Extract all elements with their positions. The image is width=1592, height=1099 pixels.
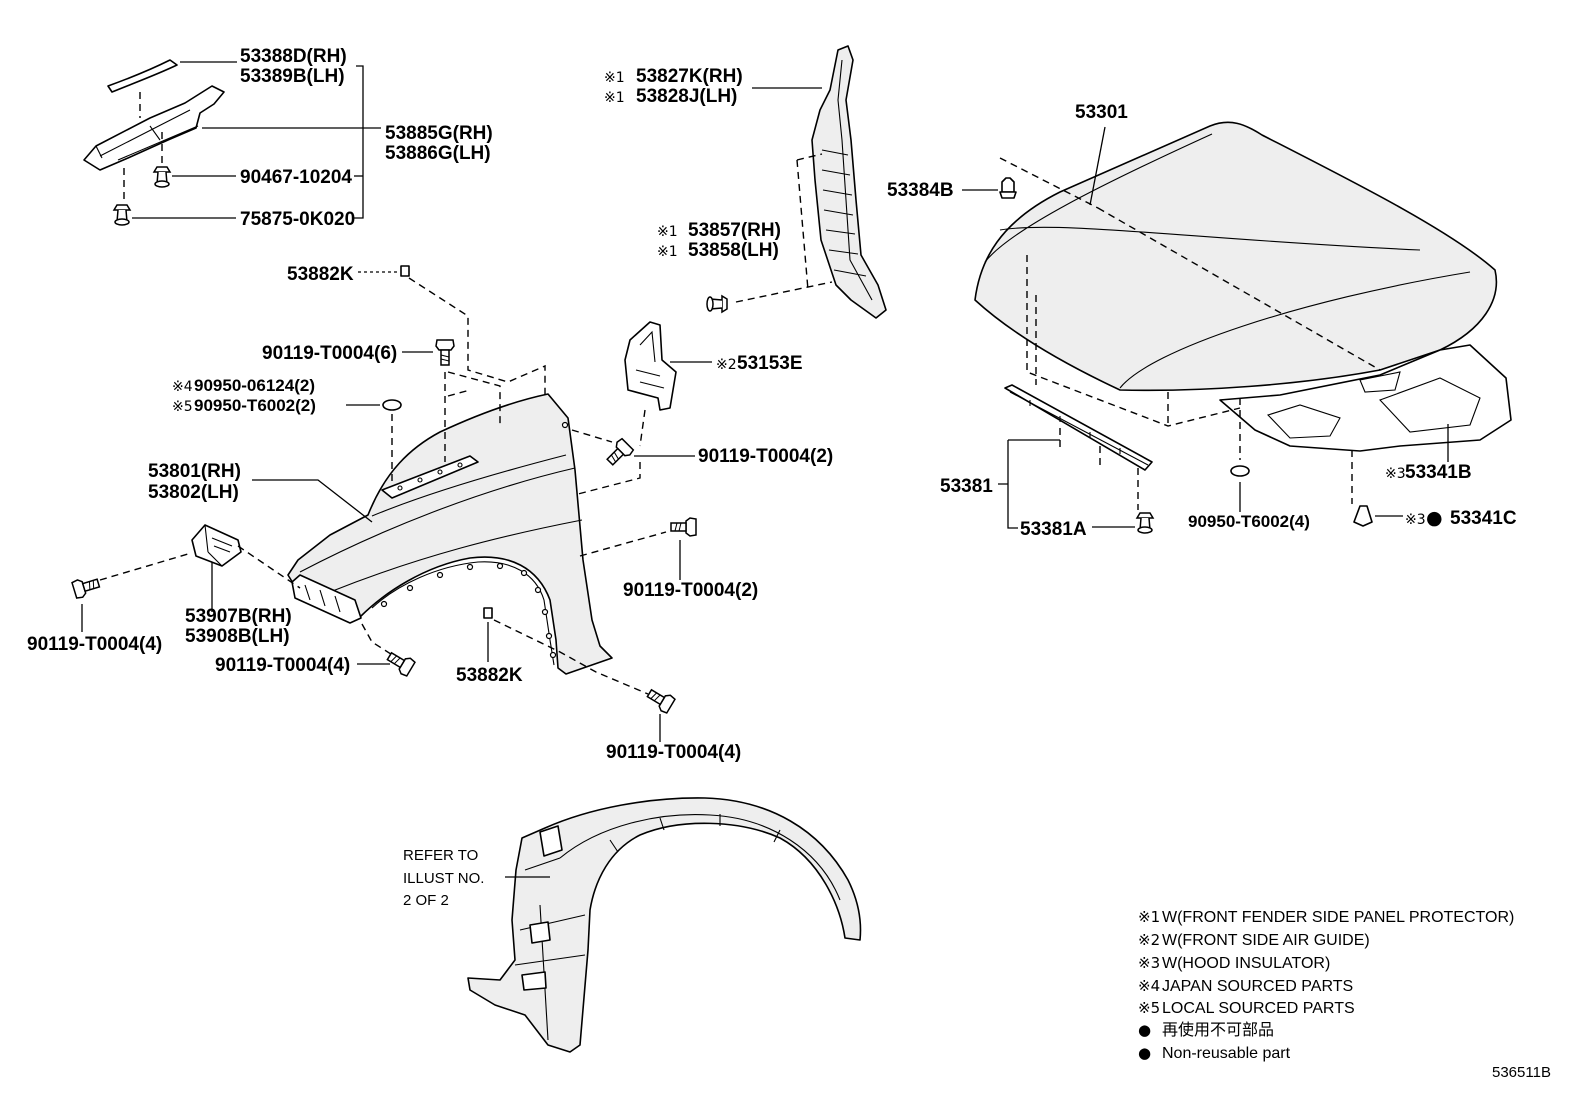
fender-bracket-lh-label: 53908B(LH): [185, 626, 290, 647]
hood-insulator-drawing: [1219, 344, 1512, 452]
fender-seal-lower-label: 53882K: [456, 665, 523, 686]
fender-rear-bolt-mid-label: 90119-T0004(2): [623, 580, 758, 601]
hood-cushion-label: 53384B: [887, 180, 954, 201]
insulator-washer-label: 90950-T6002(4): [1188, 512, 1310, 531]
cowl-side-panel-rh-label: 53885G(RH): [385, 123, 493, 144]
cowl-seal-drawing: [107, 59, 178, 93]
clip-b-drawing: [113, 204, 131, 226]
hood-cushion-base: [999, 191, 1017, 199]
cowl-seal-lh-label: 53389B(LH): [240, 66, 345, 87]
fender-rear-bolt-upper-label: 90119-T0004(2): [698, 446, 833, 467]
hood-seal-label: 53381: [940, 476, 993, 497]
fender-front-lower-detail: [304, 584, 341, 613]
fender-group-leaders: [81, 271, 695, 742]
clip-b-label: 75875-0K020: [240, 209, 355, 230]
hood-seal-clip-drawing: [1136, 512, 1154, 534]
washer-drawing: [382, 399, 402, 411]
fender-rear-bolt-lower-label: 90119-T0004(4): [606, 742, 741, 763]
wheel-liner-blocks: [521, 825, 563, 991]
hood-crease: [984, 133, 1471, 389]
fender-bolt-upper-drawing: [435, 339, 455, 366]
side-panel-protector-ribs: [821, 59, 873, 301]
front-fender-rh-label: 53801(RH): [148, 461, 241, 482]
hood-seal-clip-label: 53381A: [1020, 519, 1087, 540]
air-guide-drawing: [624, 321, 677, 411]
cowl-group-leaders: [123, 61, 381, 219]
refer-note-line-1: REFER TO: [403, 847, 478, 864]
insulator-washer-drawing: [1230, 465, 1250, 477]
hood-insulator-label: ※353341B: [1385, 462, 1472, 483]
hood-group-leaders: [962, 126, 1449, 529]
air-guide-label: ※253153E: [716, 353, 803, 374]
fender-bolt-upper-label: 90119-T0004(6): [262, 343, 397, 364]
seal-upper-drawing: [400, 265, 410, 277]
legend-row: ●再使用不可部品: [1138, 1021, 1274, 1039]
fender-rear-bolt-lower-drawing: [644, 684, 677, 715]
bracket-bolt-drawing: [70, 573, 102, 600]
air-guide-detail: [635, 330, 665, 389]
clip-a-drawing: [153, 166, 171, 188]
fender-rear-bolt-mid-drawing: [670, 517, 697, 537]
refer-note-line-3: 2 OF 2: [403, 892, 449, 909]
clip-a-label: 90467-10204: [240, 167, 352, 188]
side-panel-protector-drawing: [811, 45, 887, 319]
bracket-bolt-label: 90119-T0004(4): [27, 634, 162, 655]
hood-cushion-drawing: [1001, 177, 1015, 193]
hood-seal-drawing: [1004, 384, 1153, 471]
cowl-side-panel-detail: [95, 109, 199, 161]
figure-code: 536511B: [1492, 1064, 1551, 1081]
fender-front-lower-piece: [291, 574, 362, 624]
front-fender-crease: [299, 454, 583, 593]
protector-clip-drawing: [706, 295, 728, 313]
washer-japan-label: ※490950-06124(2): [172, 376, 315, 395]
washer-local-label: ※590950-T6002(2): [172, 396, 316, 415]
front-fender-drawing: [287, 393, 613, 675]
cowl-seal-rh-label: 53388D(RH): [240, 46, 347, 67]
hood-drawing: [974, 121, 1498, 392]
front-fender-lh-label: 53802(LH): [148, 482, 239, 503]
fender-rear-bolt-upper-drawing: [602, 437, 635, 470]
fender-front-bolt-label: 90119-T0004(4): [215, 655, 350, 676]
insulator-clip-label: ※3●53341C: [1405, 507, 1517, 529]
fender-top-flange-holes: [397, 462, 463, 491]
fender-arch-holes: [380, 421, 569, 659]
insulator-clip-drawing: [1353, 505, 1373, 527]
fender-bracket-rh-label: 53907B(RH): [185, 606, 292, 627]
seal-lower-drawing: [483, 607, 493, 619]
legend-row: ●Non-reusable part: [1138, 1044, 1291, 1062]
wheel-liner-drawing: [467, 797, 862, 1053]
protector-leaders: [639, 87, 833, 447]
fender-top-flange: [381, 455, 479, 499]
fender-bracket-detail: [204, 524, 233, 567]
hood-seal-detail: [1009, 391, 1149, 466]
refer-note-line-2: ILLUST NO.: [403, 870, 484, 887]
fender-seal-upper-label: 53882K: [287, 264, 354, 285]
cowl-side-panel-lh-label: 53886G(LH): [385, 143, 491, 164]
hood-insulator-cutouts: [1266, 371, 1481, 439]
hood-label: 53301: [1075, 102, 1128, 123]
